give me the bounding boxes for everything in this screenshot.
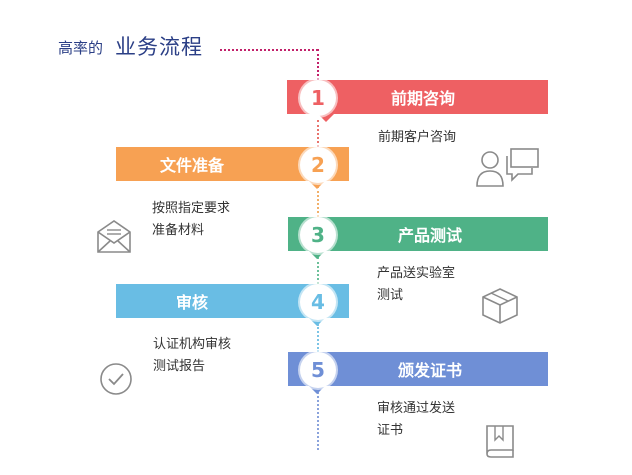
step-2-desc: 按照指定要求 准备材料 [152,198,230,242]
step-1-desc-line1: 前期客户咨询 [378,130,457,145]
step-4-desc-line2: 测试报告 [153,359,206,374]
step-1-title: 前期咨询 [391,89,456,108]
title-prefix: 高率的 [58,39,104,57]
step-4-number: 4 [300,284,336,320]
step-3-title: 产品测试 [398,226,463,245]
timeline-segment-4 [317,324,319,352]
step-5-number: 5 [300,352,336,388]
user-chat-icon [474,146,542,190]
step-3-desc-line2: 测试 [377,288,404,303]
step-1-desc: 前期客户咨询 [378,127,456,149]
step-1-number: 1 [300,80,336,116]
check-circle-icon [99,362,133,396]
step-5-desc-line2: 证书 [377,423,404,438]
step-5-title: 颁发证书 [398,361,463,380]
box-icon [481,287,519,325]
step-3-desc-line1: 产品送实验室 [377,266,456,281]
step-4-desc: 认证机构审核 测试报告 [153,334,231,378]
step-5-desc: 审核通过发送 证书 [377,398,455,442]
timeline-segment-0 [317,49,319,80]
step-2-title: 文件准备 [160,156,225,175]
step-2-desc-line1: 按照指定要求 [152,201,231,216]
timeline-segment-5 [317,392,319,450]
step-3-desc: 产品送实验室 测试 [377,263,455,307]
step-2-number: 2 [300,147,336,183]
timeline-segment-2 [317,186,319,217]
title-dotted-connector [220,49,318,51]
book-icon [483,422,517,458]
envelope-icon [96,218,132,254]
step-3-number: 3 [300,217,336,253]
step-4-desc-line1: 认证机构审核 [153,337,232,352]
page-title: 业务流程 [115,35,203,59]
timeline-segment-1 [317,120,319,147]
step-5-desc-line1: 审核通过发送 [377,401,456,416]
step-4-title: 审核 [176,293,209,312]
step-2-desc-line2: 准备材料 [152,223,205,238]
timeline-segment-3 [317,257,319,284]
